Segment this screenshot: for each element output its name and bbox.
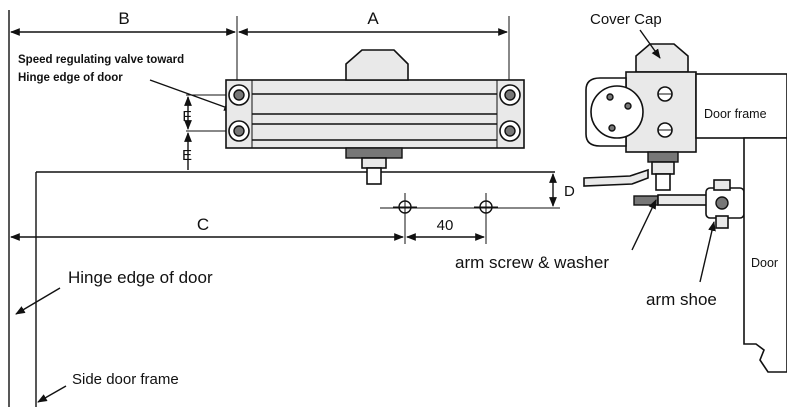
dim-c-label: C [197,215,209,234]
closer-end-view [583,43,745,229]
arm-screw-washer-label: arm screw & washer [455,253,609,272]
closer-arm [583,168,649,187]
arm-shoe-hole-marks [393,193,498,244]
dimension-c: C [10,215,404,241]
mounting-screw-icon [228,84,521,142]
door-frame: Door frame [695,73,787,139]
dimension-40: 40 [406,217,485,241]
cover-cap-part [635,43,689,73]
hinge-edge-label: Hinge edge of door [68,268,213,287]
speed-valve-text-1: Speed regulating valve toward [18,54,184,66]
dimension-f-e: F E [182,94,226,170]
dimension-a: A [238,9,510,80]
side-door-frame-label: Side door frame [72,371,179,388]
door-frame-label: Door frame [704,107,767,121]
door-label: Door [751,256,778,270]
speed-valve-text-2: Hinge edge of door [18,72,123,84]
dim-a-label: A [367,9,379,28]
dim-e-label: E [182,147,192,164]
dim-b-label: B [118,9,129,28]
door-closer-body [225,49,525,185]
dim-f-label: F [182,108,191,125]
speed-valve-note: Speed regulating valve toward Hinge edge… [18,54,234,111]
dimension-b: B [10,9,238,80]
arm-shoe-label: arm shoe [646,290,717,309]
dimension-d: D [380,173,575,209]
dim-d-label: D [564,183,575,200]
door: Door [743,137,787,373]
cover-cap-label: Cover Cap [590,11,662,28]
dim-40-label: 40 [437,217,454,234]
